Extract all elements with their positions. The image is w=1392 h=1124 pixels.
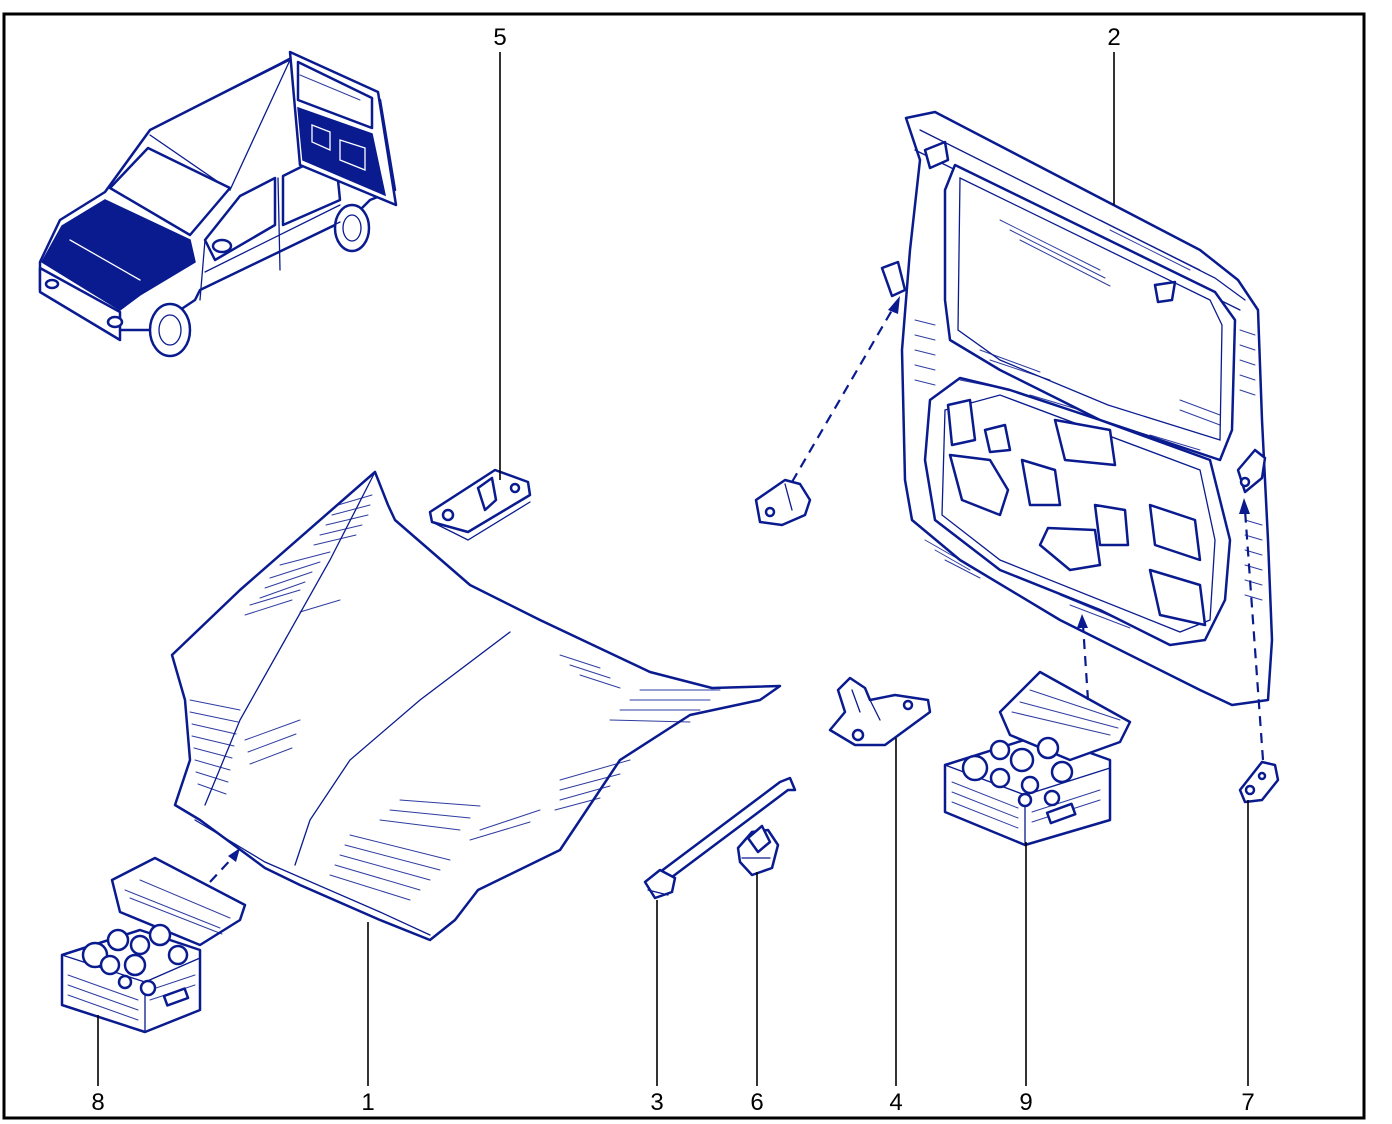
assembly-arrows bbox=[209, 296, 1265, 883]
callout-labels: 1 2 3 4 5 6 7 8 9 bbox=[91, 24, 1254, 1116]
callout-1: 1 bbox=[361, 1089, 374, 1116]
callout-8: 8 bbox=[91, 1089, 104, 1116]
van-overview-illustration bbox=[38, 50, 398, 358]
callout-9: 9 bbox=[1019, 1089, 1032, 1116]
tailgate-panel bbox=[880, 110, 1274, 707]
arrow-kit-to-bonnet bbox=[209, 854, 236, 883]
bracket-4 bbox=[828, 676, 932, 747]
callout-6: 6 bbox=[750, 1089, 763, 1116]
callout-4: 4 bbox=[889, 1089, 902, 1116]
callout-7: 7 bbox=[1241, 1089, 1254, 1116]
support-rod-3 bbox=[643, 776, 797, 900]
fixing-kit-box-8 bbox=[60, 856, 247, 1034]
callout-2: 2 bbox=[1107, 24, 1120, 51]
arrow-kit-to-tailgate bbox=[1081, 624, 1090, 701]
clip-7 bbox=[1238, 760, 1280, 804]
arrow-clip-to-tailgate bbox=[1243, 509, 1265, 761]
bonnet-panel bbox=[170, 470, 782, 942]
diagram-frame bbox=[2, 12, 1366, 1120]
callout-5: 5 bbox=[493, 24, 506, 51]
clip-6 bbox=[736, 824, 780, 877]
fixing-kit-box-9 bbox=[943, 670, 1132, 847]
callout-3: 3 bbox=[650, 1089, 663, 1116]
arrow-plate-to-tailgate bbox=[791, 304, 896, 483]
hinge-plate bbox=[754, 478, 812, 527]
leader-lines bbox=[97, 52, 1249, 1086]
hinge-5 bbox=[428, 468, 532, 541]
